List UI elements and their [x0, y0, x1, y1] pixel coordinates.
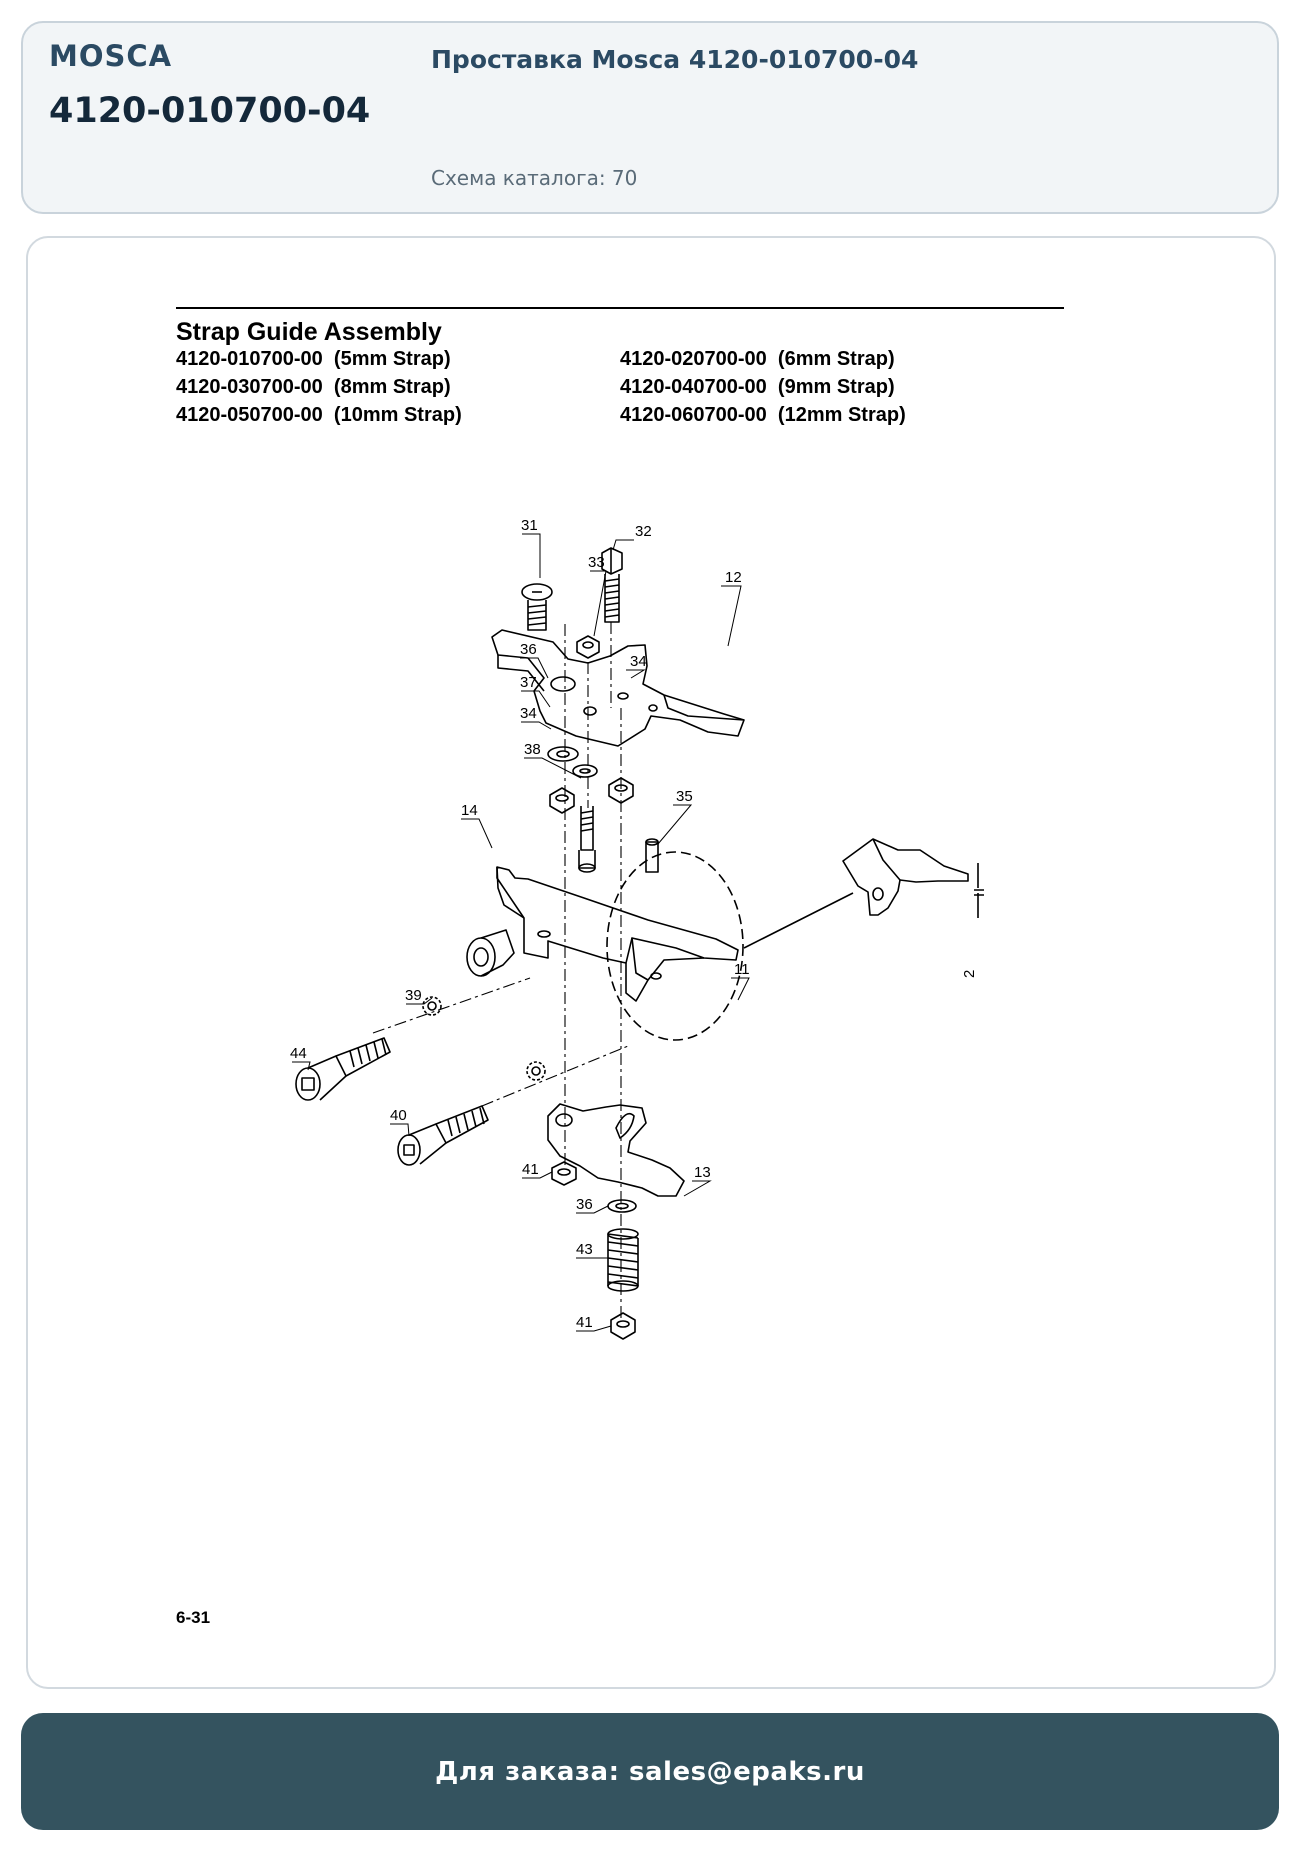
- callout-44: 44: [290, 1045, 307, 1062]
- center-lines: [372, 622, 629, 1318]
- callout-41: 41: [576, 1314, 593, 1331]
- order-contact-text[interactable]: Для заказа: sales@epaks.ru: [435, 1756, 865, 1787]
- catalog-scheme: Схема каталога: 70: [431, 166, 638, 190]
- callout-36: 36: [576, 1196, 593, 1213]
- callout-14: 14: [461, 802, 478, 819]
- header-card: MOSCA 4120-010700-04 Проставка Mosca 412…: [21, 21, 1279, 214]
- callout-36: 36: [520, 641, 537, 658]
- callout-40: 40: [390, 1107, 407, 1124]
- callout-35: 35: [676, 788, 693, 805]
- variant-item: 4120-020700-00 (6mm Strap): [620, 348, 895, 370]
- diagram-lines: [295, 547, 984, 1340]
- brand-name: MOSCA: [49, 39, 173, 73]
- variant-item: 4120-060700-00 (12mm Strap): [620, 404, 906, 426]
- leader-lines: [292, 533, 750, 1332]
- page-number: 6-31: [176, 1608, 211, 1627]
- callout-34: 34: [520, 705, 537, 722]
- callout-12: 12: [725, 569, 742, 586]
- callout-32: 32: [635, 523, 652, 540]
- callout-43: 43: [576, 1241, 593, 1258]
- callout-37: 37: [520, 674, 537, 691]
- title-rule: [176, 307, 1064, 309]
- part-number: 4120-010700-04: [49, 91, 371, 131]
- exploded-assembly-diagram: 31 32 33 12 36 37 34 34 38 35 14 39 11 4…: [290, 517, 984, 1340]
- callout-33: 33: [588, 554, 605, 571]
- variant-item: 4120-030700-00 (8mm Strap): [176, 376, 451, 398]
- variant-item: 4120-040700-00 (9mm Strap): [620, 376, 895, 398]
- callout-38: 38: [524, 741, 541, 758]
- variant-item: 4120-010700-00 (5mm Strap): [176, 348, 451, 370]
- callout-39: 39: [405, 987, 422, 1004]
- product-title: Проставка Mosca 4120-010700-04: [431, 45, 919, 74]
- part-callouts: 31 32 33 12 36 37 34 34 38 35 14 39 11 4…: [290, 517, 978, 1331]
- callout-11: 11: [734, 961, 750, 978]
- callout-13: 13: [694, 1164, 711, 1181]
- dimension-label: 2: [961, 970, 978, 978]
- order-contact-bar: Для заказа: sales@epaks.ru: [21, 1713, 1279, 1830]
- callout-34: 34: [630, 653, 647, 670]
- callout-41: 41: [522, 1161, 539, 1178]
- catalog-page-card: Strap Guide Assembly 4120-010700-00 (5mm…: [26, 236, 1276, 1689]
- assembly-title: Strap Guide Assembly: [176, 318, 442, 346]
- callout-31: 31: [521, 517, 538, 534]
- variant-item: 4120-050700-00 (10mm Strap): [176, 404, 462, 426]
